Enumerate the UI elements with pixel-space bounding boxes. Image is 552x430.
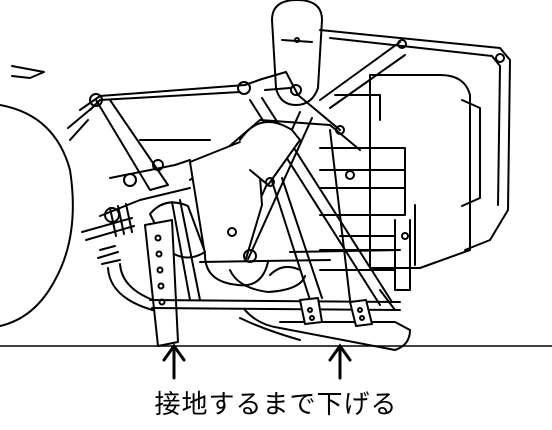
left-adjustment-plate bbox=[144, 219, 179, 347]
hopper-box bbox=[319, 29, 511, 311]
spring-assembly bbox=[81, 203, 135, 265]
upper-mast bbox=[261, 0, 406, 131]
right-skid bbox=[244, 297, 411, 351]
right-arrow-up bbox=[328, 343, 352, 380]
instruction-caption: 接地するまで下げる bbox=[154, 390, 398, 420]
front-wheel bbox=[0, 65, 74, 327]
left-arrow-up bbox=[162, 343, 186, 380]
